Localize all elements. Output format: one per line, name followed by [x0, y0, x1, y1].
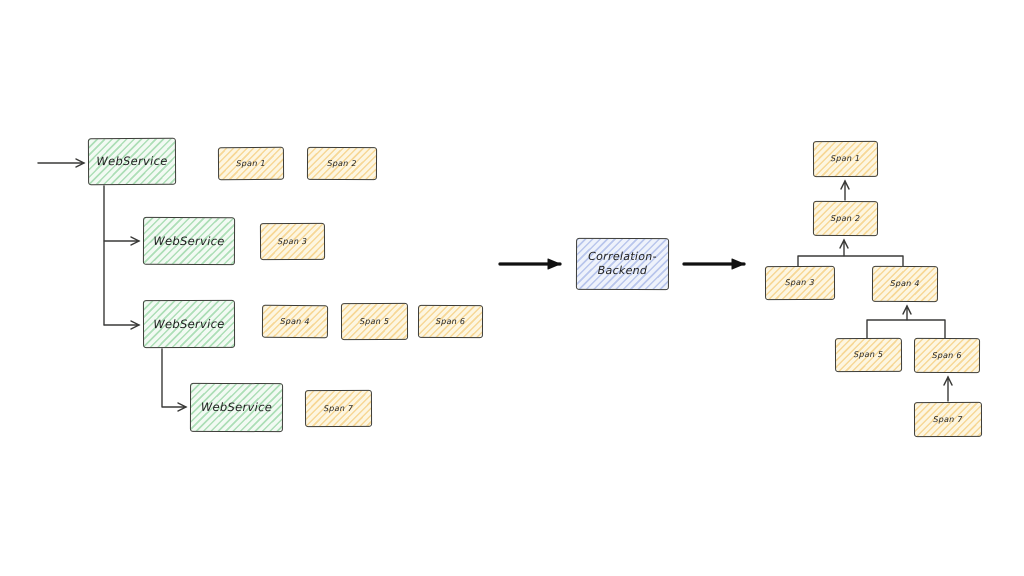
webservice-node-2: WebService [142, 216, 236, 266]
branch-span5-span6 [866, 319, 946, 339]
tree-span-7: Span 7 [913, 401, 983, 438]
span-box-3: Span 3 [259, 222, 326, 261]
span-box-5: Span 5 [340, 302, 409, 341]
branch-span3-span4 [797, 255, 904, 267]
tree-span-5: Span 5 [834, 337, 903, 373]
arrow-ws3-ws4 [161, 348, 188, 412]
tree-span-2: Span 2 [812, 200, 879, 237]
span-box-4: Span 4 [261, 304, 329, 339]
webservice-node-3: WebService [142, 299, 236, 349]
webservice-node-1: WebService [87, 137, 177, 186]
tree-span-4: Span 4 [871, 265, 939, 303]
tree-span-6: Span 6 [913, 337, 981, 374]
span-box-2: Span 2 [306, 146, 378, 181]
span-box-6: Span 6 [417, 304, 484, 339]
span-box-7: Span 7 [304, 389, 373, 428]
correlation-backend-node: Correlation- Backend [575, 237, 670, 291]
tree-span-3: Span 3 [764, 265, 836, 301]
webservice-node-4: WebService [189, 382, 284, 433]
span-box-1: Span 1 [217, 146, 285, 181]
tree-span-1: Span 1 [812, 140, 879, 178]
